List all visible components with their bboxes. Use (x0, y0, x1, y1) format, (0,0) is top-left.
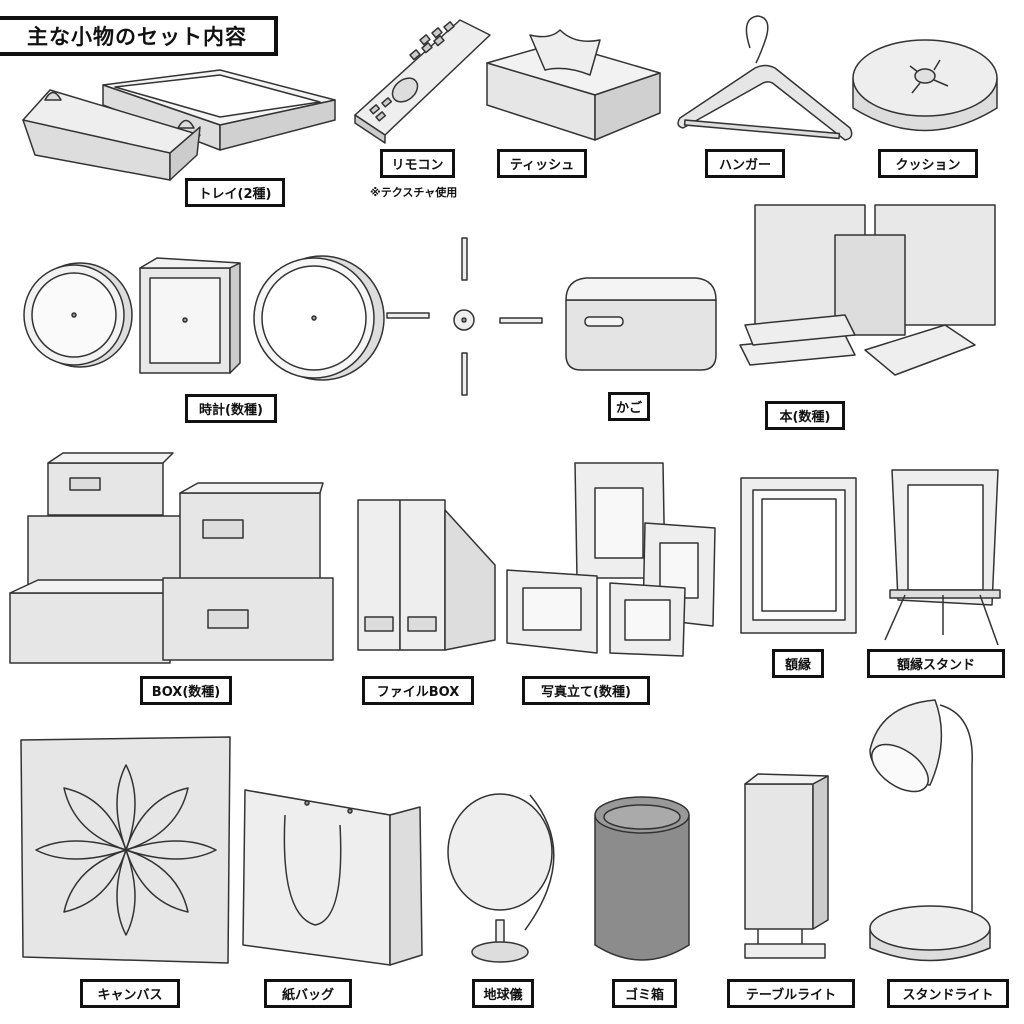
canvas-label: キャンバス (80, 979, 180, 1008)
box-label: BOX(数種) (140, 676, 232, 705)
canvas-illustration (20, 736, 231, 964)
file-box-label: ファイルBOX (362, 676, 474, 705)
hanger-illustration (677, 15, 853, 141)
table-light-label: テーブルライト (727, 979, 855, 1008)
frame-stand-label: 額縁スタンド (867, 649, 1005, 678)
remote-label: リモコン (380, 149, 455, 178)
hanger-label: ハンガー (705, 149, 785, 178)
basket-illustration (565, 277, 717, 371)
page-title: 主な小物のセット内容 (0, 16, 278, 56)
remote-illustration (354, 19, 491, 144)
box-illustration (9, 452, 334, 664)
book-illustration (739, 204, 996, 376)
frame-label: 額縁 (772, 649, 824, 678)
clock-label: 時計(数種) (185, 394, 277, 423)
tray-label: トレイ(2種) (185, 178, 285, 207)
file-box-illustration (357, 499, 496, 651)
tray-illustration (22, 69, 336, 181)
globe-label: 地球儀 (472, 979, 534, 1008)
paper-bag-label: 紙バッグ (264, 979, 352, 1008)
globe-illustration (447, 793, 555, 963)
paper-bag-illustration (242, 789, 423, 966)
photo-stand-illustration (506, 462, 716, 657)
basket-label: かご (608, 392, 650, 421)
clock-illustration (23, 237, 543, 396)
tissue-label: ティッシュ (497, 149, 587, 178)
table-light-illustration (744, 773, 829, 959)
trash-can-label: ゴミ箱 (612, 979, 677, 1008)
stand-light-illustration (869, 699, 991, 962)
trash-can-illustration (594, 796, 690, 961)
cushion-illustration (852, 39, 998, 132)
photo-stand-label: 写真立て(数種) (522, 676, 650, 705)
remote-texture-note: ※テクスチャ使用 (370, 186, 458, 199)
frame-illustration (740, 477, 857, 634)
tissue-illustration (486, 29, 661, 141)
frame-stand-illustration (884, 469, 1001, 646)
book-label: 本(数種) (765, 401, 845, 430)
stand-light-label: スタンドライト (887, 979, 1009, 1008)
cushion-label: クッション (878, 149, 978, 178)
